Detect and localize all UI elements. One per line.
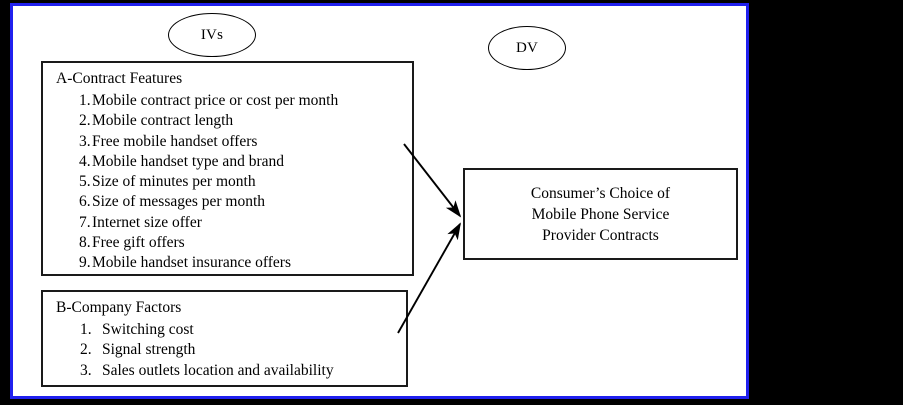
contract-features-heading: A-Contract Features (56, 70, 183, 87)
company-factors-heading: B-Company Factors (56, 299, 182, 316)
list-item: 2. Mobile contract length (56, 111, 338, 131)
list-item: 7. Internet size offer (56, 213, 338, 233)
list-item-number: 5. (79, 173, 91, 191)
ivs-label-text: IVs (200, 26, 224, 43)
list-item-text: Free mobile handset offers (92, 132, 258, 150)
consumer-choice-box: Consumer’s Choice of Mobile Phone Servic… (463, 168, 738, 260)
list-item-number: 7. (79, 213, 91, 231)
list-item-text: Switching cost (102, 321, 194, 338)
list-item-number: 8. (79, 234, 91, 252)
list-item: 9. Mobile handset insurance offers (56, 253, 338, 273)
consumer-choice-line-1: Consumer’s Choice of (530, 184, 671, 202)
ivs-label-ellipse: IVs (168, 13, 256, 57)
diagram-frame: IVs DV A-Contract Features 1. Mobile con… (10, 3, 749, 399)
list-item-text: Sales outlets location and availability (102, 361, 334, 379)
list-item-number: 2. (80, 341, 92, 359)
dv-label-ellipse: DV (488, 26, 566, 70)
list-item-text: Mobile handset type and brand (92, 152, 284, 170)
list-item: 2. Signal strength (56, 340, 334, 360)
dv-label-text: DV (515, 39, 539, 56)
list-item-number: 2. (79, 112, 91, 130)
list-item-text: Size of messages per month (92, 193, 266, 211)
list-item: 8. Free gift offers (56, 233, 338, 253)
list-item-text: Internet size offer (92, 213, 202, 231)
list-item-number: 6. (79, 193, 91, 211)
consumer-choice-line-2: Mobile Phone Service (531, 205, 670, 223)
company-factors-list: 1. Switching cost 2. Signal strength 3. … (56, 320, 334, 381)
list-item-number: 3. (80, 361, 92, 379)
list-item-text: Signal strength (102, 341, 196, 359)
list-item-text: Mobile handset insurance offers (92, 254, 292, 272)
contract-features-list: 1. Mobile contract price or cost per mon… (56, 91, 338, 274)
company-factors-box: B-Company Factors 1. Switching cost 2. S… (41, 290, 408, 387)
list-item: 5. Size of minutes per month (56, 172, 338, 192)
list-item: 3. Sales outlets location and availabili… (56, 361, 334, 381)
contract-features-box: A-Contract Features 1. Mobile contract p… (41, 61, 414, 276)
list-item-number: 9. (79, 254, 91, 272)
list-item-text: Size of minutes per month (92, 173, 256, 191)
list-item-number: 3. (79, 132, 91, 150)
list-item: 6. Size of messages per month (56, 192, 338, 212)
list-item-number: 1. (80, 321, 92, 338)
list-item: 3. Free mobile handset offers (56, 132, 338, 152)
list-item: 1. Mobile contract price or cost per mon… (56, 91, 338, 111)
consumer-choice-text: Consumer’s Choice of Mobile Phone Servic… (531, 183, 670, 246)
list-item-text: Mobile contract price or cost per month (92, 92, 339, 109)
list-item-text: Free gift offers (92, 234, 185, 252)
list-item: 1. Switching cost (56, 320, 334, 340)
list-item-text: Mobile contract length (92, 112, 234, 130)
list-item-number: 4. (79, 152, 91, 170)
consumer-choice-line-3: Provider Contracts (542, 226, 659, 244)
list-item-number: 1. (79, 92, 91, 109)
list-item: 4. Mobile handset type and brand (56, 152, 338, 172)
